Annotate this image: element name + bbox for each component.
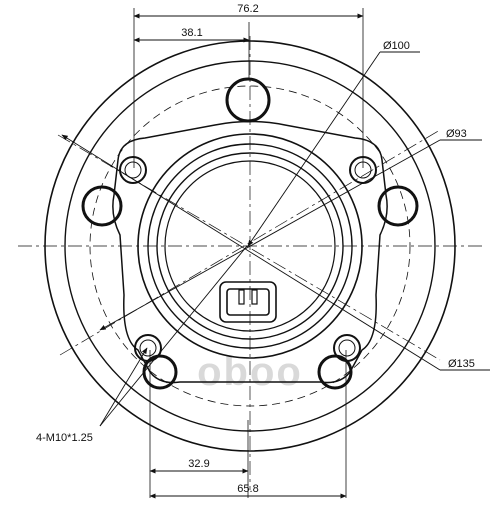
leader-d93 xyxy=(99,139,441,331)
callout-thread: 4-M10*1.25 xyxy=(36,432,93,444)
leader-d135 xyxy=(61,134,441,371)
wheel-bolt-hole-top xyxy=(225,77,271,123)
mounting-hole-bottom-left xyxy=(134,334,162,362)
leader-thread xyxy=(99,347,148,427)
wheel-bolt-hole-left xyxy=(81,185,123,227)
abs-sensor-connector xyxy=(219,281,277,323)
dim-top-outer-label: 76.2 xyxy=(237,3,258,15)
wheel-bolt-hole-right xyxy=(377,185,419,227)
dim-top-inner-label: 38.1 xyxy=(181,27,202,39)
dim-bottom-inner-label: 32.9 xyxy=(188,458,209,470)
callout-d135: Ø135 xyxy=(448,358,475,370)
leader-d100 xyxy=(247,51,381,247)
mounting-hole-top-left xyxy=(119,156,147,184)
callout-d93: Ø93 xyxy=(446,128,467,140)
wheel-bolt-hole-bottom-right xyxy=(317,354,353,390)
dim-bottom-outer-label: 65.8 xyxy=(237,483,258,495)
mounting-hole-bottom-right xyxy=(333,334,361,362)
callout-d100: Ø100 xyxy=(383,40,410,52)
